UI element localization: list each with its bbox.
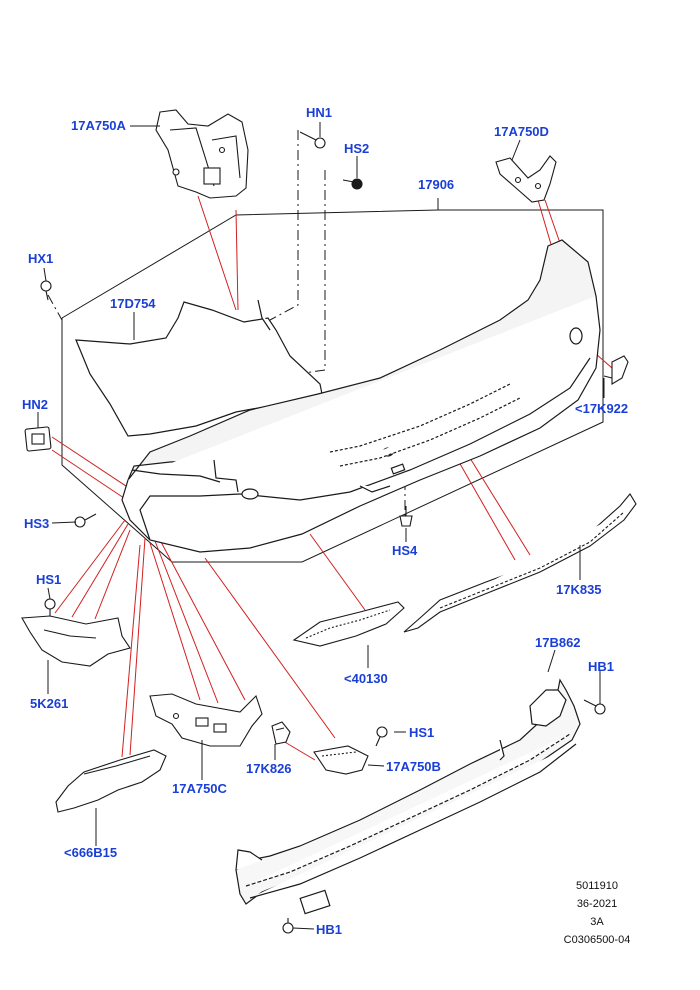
- callout-666b15: <666B15: [64, 845, 118, 860]
- reinforcement-17b862-part: [235, 678, 581, 915]
- callout-17a750a: 17A750A: [71, 118, 126, 133]
- screw-hs1-right-part: [375, 726, 388, 747]
- callout-17k922: <17K922: [575, 401, 629, 416]
- callout-hb1-right: HB1: [588, 659, 615, 674]
- callout-hs1-right: HS1: [409, 725, 435, 740]
- callout-17a750d: 17A750D: [494, 124, 549, 139]
- callout-17k835: 17K835: [556, 582, 602, 597]
- assembly-frame: [61, 198, 604, 563]
- diagram-date-code: 36-2021: [576, 898, 618, 910]
- callout-hx1: HX1: [28, 251, 54, 266]
- skid-plate-666b15-part: [55, 749, 167, 813]
- diagram-revision: 3A: [590, 916, 604, 928]
- side-panel-17d754-part: [75, 299, 323, 437]
- callout-40130: <40130: [344, 671, 388, 686]
- bracket-17a750b-part: [313, 745, 369, 775]
- bracket-5k261-part: [21, 615, 131, 667]
- callout-leaders: [37, 122, 605, 930]
- screw-hs4-part: [399, 506, 413, 527]
- nut-hn2-part: [24, 426, 52, 452]
- bracket-17a750a-part: [155, 109, 249, 199]
- callout-hn1: HN1: [306, 105, 333, 120]
- callout-hs1-left: HS1: [36, 572, 62, 587]
- grille-40130-part: [292, 601, 405, 647]
- callout-5k261: 5K261: [30, 696, 69, 711]
- screw-hs3-part: [74, 513, 97, 528]
- screw-hn1-part: [299, 131, 326, 149]
- leader-lines: [51, 195, 613, 761]
- callout-hn2: HN2: [22, 397, 49, 412]
- callout-17a750b: 17A750B: [386, 759, 441, 774]
- diagram-reference-number: 5011910: [575, 880, 618, 892]
- callout-hb1-bottom: HB1: [316, 922, 343, 937]
- bracket-17a750c-part: [149, 693, 263, 747]
- cap-17k922-part: [603, 355, 629, 385]
- callout-17a750c: 17A750C: [172, 781, 227, 796]
- bolt-hb1-bottom-part: [282, 918, 294, 934]
- bracket-17a750d-part: [495, 155, 557, 203]
- callout-17d754: 17D754: [110, 296, 156, 311]
- callout-17906: 17906: [418, 177, 455, 192]
- screw-hs2-part: [342, 178, 363, 190]
- callout-hs4: HS4: [392, 543, 418, 558]
- callout-17b862: 17B862: [535, 635, 581, 650]
- diagram-drawing-id: C0306500-04: [563, 934, 631, 946]
- screw-hs1-left-part: [44, 598, 56, 616]
- bolt-hb1-right-part: [583, 699, 606, 715]
- callout-hs2: HS2: [344, 141, 370, 156]
- callout-17k826: 17K826: [246, 761, 292, 776]
- clip-17k826-part: [271, 721, 291, 745]
- moulding-17k835-part: [403, 493, 637, 633]
- bumper-cover-17906-part: [121, 239, 601, 553]
- callout-hs3: HS3: [24, 516, 50, 531]
